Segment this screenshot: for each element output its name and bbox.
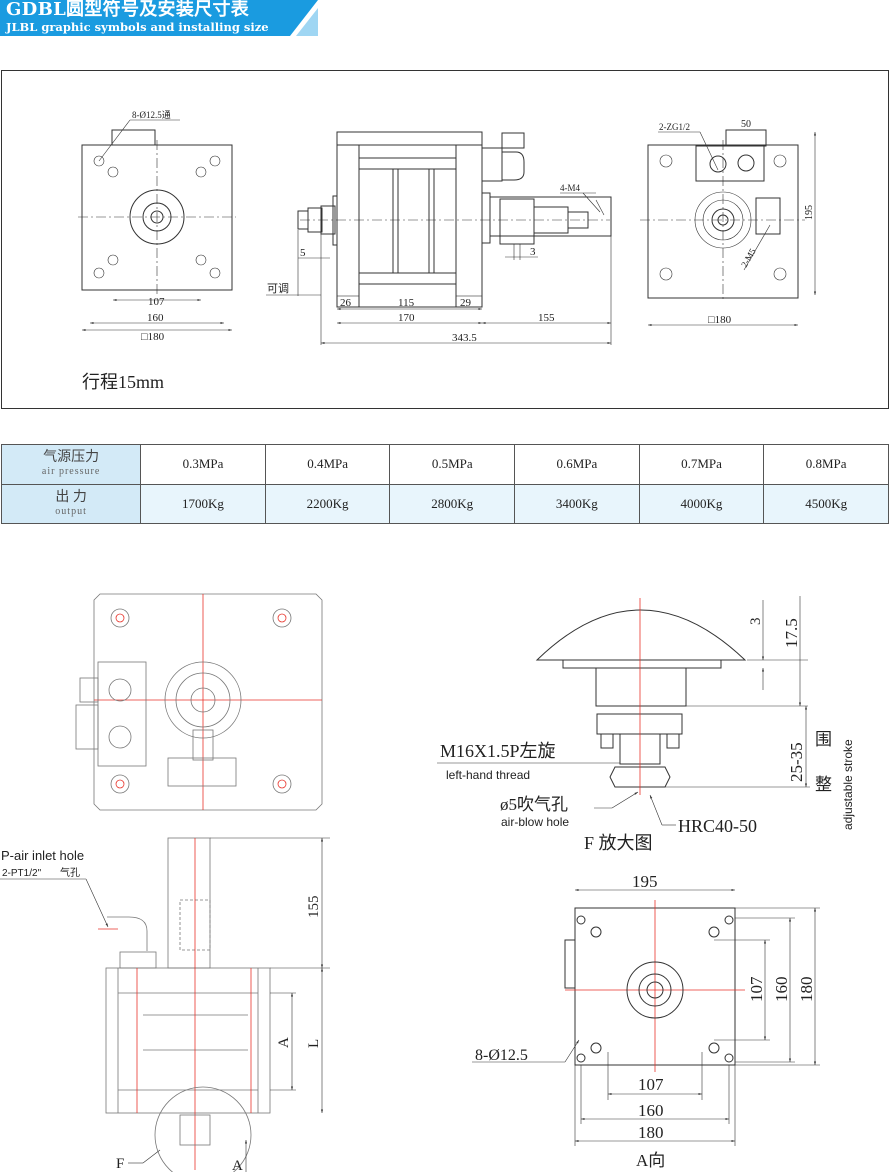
view-A-caption: A向 xyxy=(636,1151,665,1170)
dim-17-5: 17.5 xyxy=(782,618,801,648)
table-cell: 0.6MPa xyxy=(514,444,640,485)
inlet-spec: 2-PT1/2" xyxy=(2,868,42,879)
dim-195: 195 xyxy=(804,205,815,220)
section-header-banner: GDBL圆型符号及安装尺寸表 JLBL graphic symbols and … xyxy=(0,0,318,36)
table-cell: 0.4MPa xyxy=(264,444,391,485)
dim-155: 155 xyxy=(538,312,555,324)
view-A-label: A xyxy=(232,1158,243,1172)
dim-343-5: 343.5 xyxy=(452,332,477,344)
dim-107: 107 xyxy=(148,296,165,308)
table-cell: 0.7MPa xyxy=(638,444,765,485)
dim-26: 26 xyxy=(340,297,352,309)
dim-160-h: 160 xyxy=(638,1101,664,1120)
port-label: 2-ZG1/2 xyxy=(659,122,690,132)
dim-195-A: 195 xyxy=(632,872,658,891)
top-side-view: 4-M4 3 5 可调 26 115 29 170 155 343.5 xyxy=(266,131,612,345)
blow-hole-en: air-blow hole xyxy=(501,815,569,829)
row-header-cn: 出 力 xyxy=(55,489,87,505)
dim-180-v: 180 xyxy=(797,977,816,1003)
bottom-side-view: P-air inlet hole 2-PT1/2" 气孔 155 L A F A xyxy=(0,837,330,1172)
dim-107-v: 107 xyxy=(747,976,766,1002)
dim-115: 115 xyxy=(398,297,415,309)
table-cell: 4500Kg xyxy=(763,483,889,524)
view-A: 195 107 160 180 8-Ø12.5 107 160 180 A向 xyxy=(472,872,820,1170)
section-title: GDBL圆型符号及安装尺寸表 xyxy=(6,0,250,20)
dim-160: 160 xyxy=(147,312,164,324)
table-cell: 4000Kg xyxy=(638,483,765,524)
thread-4m4: 4-M4 xyxy=(560,183,580,193)
section-subtitle: JLBL graphic symbols and installing size xyxy=(6,20,269,34)
table-cell: 0.3MPa xyxy=(140,444,266,485)
thread-en: left-hand thread xyxy=(446,768,530,782)
detail-F-caption: F 放大图 xyxy=(584,833,653,853)
holes-label: 8-Ø12.5通 xyxy=(132,110,171,120)
dim-107-h: 107 xyxy=(638,1075,664,1094)
dim-5: 5 xyxy=(300,247,306,259)
inlet-label: P-air inlet hole xyxy=(1,848,84,863)
top-rear-view: 2-ZG1/2 50 195 2-M5 □180 xyxy=(640,119,817,327)
dim-180: □180 xyxy=(141,331,165,343)
dim-180-rear: □180 xyxy=(708,314,732,326)
dim-29: 29 xyxy=(460,297,472,309)
adjustable-stroke-label: adjustable stroke xyxy=(841,739,855,830)
table-cell: 1700Kg xyxy=(140,483,266,524)
table-cell: 3400Kg xyxy=(514,483,640,524)
installation-drawing-frame xyxy=(1,70,889,409)
table-cell: 2800Kg xyxy=(389,483,516,524)
dim-A: A xyxy=(276,1037,292,1048)
dim-180-h: 180 xyxy=(638,1123,664,1142)
table-cell: 0.5MPa xyxy=(389,444,516,485)
hardness-label: HRC40-50 xyxy=(678,816,757,836)
dim-155-bottom: 155 xyxy=(306,896,322,919)
banner-background xyxy=(0,0,318,36)
dim-3: 3 xyxy=(530,246,536,258)
range-cn-2: 整 xyxy=(815,775,832,794)
inlet-cn: 气孔 xyxy=(60,866,80,879)
table-cell: 2200Kg xyxy=(264,483,391,524)
dim-25-35: 25-35 xyxy=(787,742,806,782)
row-header-en: air pressure xyxy=(41,466,101,478)
dim-170: 170 xyxy=(398,312,415,324)
range-cn-1: 围 xyxy=(815,730,832,749)
row-header-cn: 气源压力 xyxy=(43,450,100,466)
blow-hole-cn: ø5吹气孔 xyxy=(500,795,568,814)
screws-label: 2-M5 xyxy=(739,246,758,269)
dim-50: 50 xyxy=(741,119,751,130)
detail-F-view: 3 17.5 25-35 围 整 adjustable stroke M16X1… xyxy=(437,596,855,853)
dim-3-F: 3 xyxy=(748,618,764,626)
stroke-label: 行程15mm xyxy=(82,372,164,392)
thread-cn: M16X1.5P左旋 xyxy=(440,741,556,761)
top-front-view: 8-Ø12.5通 107 160 □180 xyxy=(78,110,236,343)
holes-A-label: 8-Ø12.5 xyxy=(475,1047,528,1064)
dim-L: L xyxy=(306,1039,322,1048)
dim-160-v: 160 xyxy=(772,977,791,1003)
detail-F-label: F xyxy=(116,1156,124,1172)
adjustable-label: 可调 xyxy=(267,282,289,295)
bottom-top-view xyxy=(75,593,323,811)
row-header-en: output xyxy=(55,505,87,517)
